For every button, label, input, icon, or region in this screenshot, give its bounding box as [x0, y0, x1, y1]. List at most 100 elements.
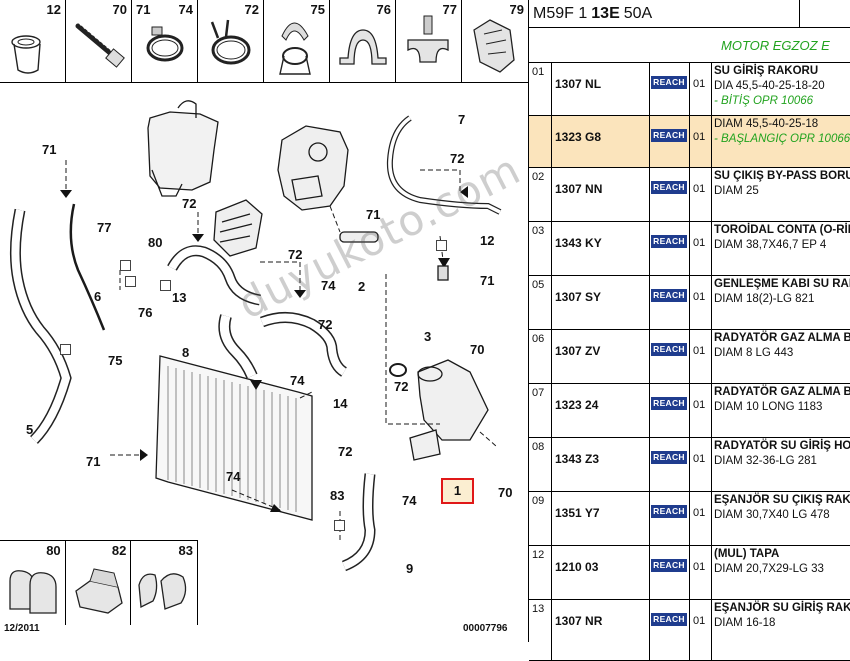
thumb-77[interactable]: 77 [396, 0, 462, 82]
thumb-76[interactable]: 76 [330, 0, 396, 82]
part-number-cell: 1323 G8 [552, 116, 650, 167]
thumb-number: 71 [136, 2, 151, 17]
callout-76[interactable]: 76 [138, 305, 153, 320]
thumb-70[interactable]: 70 [66, 0, 132, 82]
callout-5[interactable]: 5 [26, 422, 34, 437]
thumb-number: 70 [112, 2, 127, 17]
quantity: 01 [693, 131, 706, 143]
part-number[interactable]: 1307 NL [555, 77, 602, 91]
qty-cell: 01 [690, 222, 712, 275]
thumb-80[interactable]: 80 [0, 541, 66, 625]
quantity: 01 [693, 237, 706, 249]
callout-72[interactable]: 72 [394, 379, 409, 394]
reach-badge: REACH [651, 181, 687, 194]
part-number-cell: 1307 NN [552, 168, 650, 221]
part-number-cell: 1323 24 [552, 384, 650, 437]
callout-74[interactable]: 74 [226, 469, 241, 484]
callout-7[interactable]: 7 [458, 112, 466, 127]
thumb-number: 77 [442, 2, 457, 17]
callout-72[interactable]: 72 [450, 151, 465, 166]
callout-9[interactable]: 9 [406, 561, 414, 576]
callout-70[interactable]: 70 [470, 342, 485, 357]
callout-70[interactable]: 70 [498, 485, 513, 500]
callout-74[interactable]: 74 [290, 373, 305, 388]
callout-2[interactable]: 2 [358, 279, 366, 294]
row-index: 07 [529, 384, 552, 437]
thumb-79[interactable]: 79 [462, 0, 528, 82]
part-title: SU GİRİŞ RAKORU [714, 65, 819, 77]
reach-cell: REACH [650, 276, 690, 329]
callout-72[interactable]: 72 [318, 317, 333, 332]
selected-part-ref[interactable]: 1 [441, 478, 474, 504]
thumb-83[interactable]: 83 [131, 541, 197, 625]
part-number[interactable]: 1343 KY [555, 236, 602, 250]
thumb-71-74[interactable]: 71 74 [132, 0, 198, 82]
plug-icon [11, 35, 41, 74]
part-number-cell: 1307 NL [552, 63, 650, 115]
callout-71[interactable]: 71 [480, 273, 495, 288]
header-suffix: 50A [623, 4, 653, 22]
bracket-clip-icon [407, 15, 449, 63]
part-number[interactable]: 1307 SY [555, 290, 602, 304]
callout-8[interactable]: 8 [182, 345, 190, 360]
row-index: 13 [529, 600, 552, 660]
qty-cell: 01 [690, 546, 712, 599]
callout-13[interactable]: 13 [172, 290, 187, 305]
thumb-82[interactable]: 82 [66, 541, 132, 625]
description-cell: EŞANJÖR SU GİRİŞ RAKORUDIAM 16-18 [712, 600, 850, 660]
description-cell: DIAM 45,5-40-25-18- BAŞLANGIÇ OPR 10066 [712, 116, 850, 167]
callout-6[interactable]: 6 [94, 289, 102, 304]
reach-cell: REACH [650, 492, 690, 545]
callout-75[interactable]: 75 [108, 353, 123, 368]
part-number[interactable]: 1307 NR [555, 614, 603, 628]
callout-72[interactable]: 72 [338, 444, 353, 459]
callout-14[interactable]: 14 [333, 396, 348, 411]
part-title: SU ÇIKIŞ BY-PASS BORUSU [714, 170, 850, 182]
thumb-12[interactable]: 12 [0, 0, 66, 82]
callout-83[interactable]: 83 [330, 488, 345, 503]
reach-cell: REACH [650, 63, 690, 115]
part-number[interactable]: 1210 03 [555, 560, 599, 574]
description-cell: TOROİDAL CONTA (O-RİNG)DIAM 38,7X46,7 EP… [712, 222, 850, 275]
quantity: 01 [693, 615, 706, 627]
callout-71[interactable]: 71 [86, 454, 101, 469]
part-number[interactable]: 1343 Z3 [555, 452, 600, 466]
reach-cell: REACH [650, 330, 690, 383]
callout-72[interactable]: 72 [288, 247, 303, 262]
hose-support-icon [473, 19, 515, 73]
part-number[interactable]: 1323 24 [555, 398, 599, 412]
callout-71[interactable]: 71 [366, 207, 381, 222]
callout-71[interactable]: 71 [42, 142, 57, 157]
callout-74[interactable]: 74 [402, 493, 417, 508]
qty-cell: 01 [690, 63, 712, 115]
part-number[interactable]: 1323 G8 [555, 130, 602, 144]
part-number[interactable]: 1351 Y7 [555, 506, 600, 520]
callout-72[interactable]: 72 [182, 196, 197, 211]
callout-80[interactable]: 80 [148, 235, 163, 250]
part-number[interactable]: 1307 ZV [555, 344, 601, 358]
part-title: RADYATÖR GAZ ALMA BORUSU [714, 332, 850, 344]
callout-77[interactable]: 77 [97, 220, 112, 235]
part-number[interactable]: 1307 NN [555, 182, 603, 196]
callout-74[interactable]: 74 [321, 278, 336, 293]
callout-12[interactable]: 12 [480, 233, 495, 248]
thumb-number: 79 [509, 2, 524, 17]
part-note: - BİTİŞ OPR 10066 [714, 95, 814, 107]
thumb-75[interactable]: 75 [264, 0, 330, 82]
thumb-72[interactable]: 72 [198, 0, 264, 82]
callout-3[interactable]: 3 [424, 329, 432, 344]
part-title: TOROİDAL CONTA (O-RİNG) [714, 224, 850, 236]
